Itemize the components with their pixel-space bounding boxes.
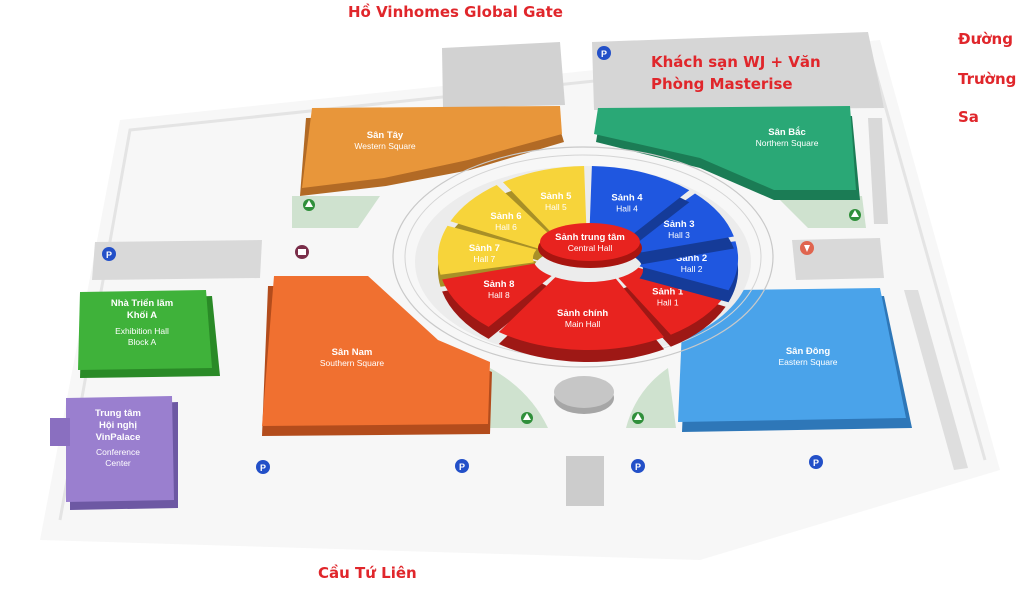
eastern-square-sub: Eastern Square	[778, 357, 837, 367]
parking-icon[interactable]: P	[102, 247, 116, 261]
tree-icon	[849, 209, 861, 221]
eastern-square-name: Sân Đông	[786, 346, 831, 357]
hall-wedge[interactable]	[498, 277, 665, 351]
western-square	[302, 106, 562, 188]
restaurant-icon[interactable]	[800, 241, 814, 255]
parking-icon[interactable]: P	[597, 46, 611, 60]
hall-wedge[interactable]	[503, 166, 587, 239]
tree-icon	[521, 412, 533, 424]
central-hall[interactable]	[540, 223, 640, 261]
hall-sub: Hall 7	[474, 254, 496, 264]
western-square-name: Sân Tây	[367, 130, 404, 141]
vinpalace	[66, 396, 174, 502]
street-label-1: Đường	[958, 30, 1013, 48]
hall-sub: Hall 4	[616, 203, 638, 213]
hall-name: Sảnh 5	[540, 191, 572, 202]
west-gray-block	[92, 240, 262, 280]
east-gray-block	[792, 238, 884, 280]
tree-icon	[632, 412, 644, 424]
north-lawn	[778, 196, 866, 228]
street-label-2: Trường	[958, 70, 1017, 88]
hall-name: Sảnh 4	[611, 192, 643, 203]
hall-name: Sảnh 3	[663, 219, 694, 230]
svg-text:P: P	[813, 458, 819, 468]
northern-square-name: Sân Bắc	[768, 126, 806, 138]
street-label-3: Sa	[958, 108, 979, 126]
south-plaza	[554, 376, 614, 408]
south-pillar	[566, 456, 604, 506]
svg-text:P: P	[106, 250, 112, 260]
hall-sub: Hall 8	[488, 290, 510, 300]
hall-name: Sảnh 7	[469, 243, 500, 254]
shop-icon[interactable]	[295, 245, 309, 259]
north-building-west	[442, 42, 565, 108]
vinpalace-wing	[50, 418, 70, 446]
parking-icon[interactable]: P	[809, 455, 823, 469]
north-building-east	[592, 32, 884, 110]
hall-sub: Main Hall	[565, 319, 601, 329]
hall-sub: Hall 2	[681, 264, 703, 274]
south-lawn	[490, 368, 548, 428]
hall-name: Sảnh 8	[483, 279, 514, 290]
southern-square	[262, 276, 490, 426]
svg-text:P: P	[459, 462, 465, 472]
vinpalace-sub-1: Conference	[96, 447, 140, 457]
hall-sub: Hall 6	[495, 222, 517, 232]
hall-name: Sảnh 6	[490, 211, 521, 222]
lake-label: Hồ Vinhomes Global Gate	[348, 3, 563, 21]
outer-ring	[392, 146, 774, 368]
bridge-label: Cầu Tứ Liên	[318, 564, 417, 582]
hall-wedge[interactable]	[450, 185, 555, 249]
central-hall-name: Sảnh trung tâm	[555, 232, 625, 243]
exhibition-block-a-sub-1: Exhibition Hall	[115, 326, 169, 336]
svg-text:P: P	[601, 49, 607, 59]
hall-wedge[interactable]	[442, 263, 552, 327]
parking-icon[interactable]: P	[631, 459, 645, 473]
hall-sub: Hall 1	[657, 298, 679, 308]
northern-square	[594, 106, 856, 190]
hall-name: Sảnh 1	[652, 287, 684, 298]
vinpalace-sub-2: Center	[105, 458, 131, 468]
svg-text:P: P	[635, 462, 641, 472]
southern-square-name: Sân Nam	[332, 347, 373, 358]
vinpalace-name-2: Hội nghị	[99, 420, 137, 431]
hall-wedge[interactable]	[618, 267, 726, 335]
hall-wedge[interactable]	[589, 166, 690, 241]
western-square-sub: Western Square	[354, 141, 416, 151]
eastern-square	[678, 288, 906, 422]
parking-icon[interactable]: P	[256, 460, 270, 474]
parking-icon[interactable]: P	[455, 459, 469, 473]
exhibition-block-a-name-2: Khối A	[127, 310, 157, 321]
hall-name: Sảnh chính	[557, 308, 608, 319]
exhibition-block-a	[78, 290, 212, 370]
southern-square-sub: Southern Square	[320, 358, 385, 368]
exhibition-block-a-sub-2: Block A	[128, 337, 157, 347]
hotel-label: Khách sạn WJ + Văn Phòng Masterise	[651, 53, 821, 93]
east-pillar-long	[904, 290, 968, 470]
hall-wedge[interactable]	[627, 193, 734, 253]
hall-sub: Hall 5	[545, 202, 567, 212]
vinpalace-name-1: Trung tâm	[95, 408, 141, 419]
hall-wedge[interactable]	[437, 225, 537, 275]
north-pillar	[868, 118, 888, 224]
hall-sub: Hall 3	[668, 230, 690, 240]
northern-square-sub: Northern Square	[756, 138, 819, 148]
hall-name: Sảnh 2	[676, 253, 707, 264]
central-hall-sub: Central Hall	[568, 243, 613, 253]
vinpalace-name-3: VinPalace	[96, 432, 141, 443]
svg-text:P: P	[260, 463, 266, 473]
tree-icon	[303, 199, 315, 211]
exhibition-block-a-name-1: Nhà Triển lãm	[111, 298, 173, 309]
